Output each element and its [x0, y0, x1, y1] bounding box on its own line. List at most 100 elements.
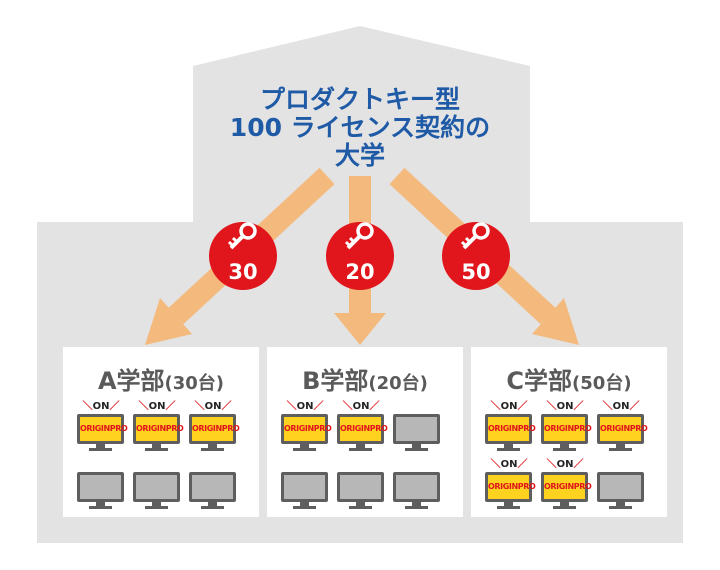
originpro-logo: ORIGINPRO — [284, 424, 332, 433]
monitor-base — [293, 448, 316, 451]
monitor-stand — [616, 444, 625, 448]
on-label: ＼ON／ — [602, 401, 640, 412]
monitor-base — [609, 448, 632, 451]
monitor-base — [405, 506, 428, 509]
license-badge-b: 20 — [326, 222, 394, 290]
pc-unlicensed — [133, 459, 180, 509]
pc-unlicensed — [189, 459, 236, 509]
pc-grid: ＼ON／ORIGINPRO＼ON／ORIGINPRO＼ON／ORIGINPRO＼… — [485, 401, 657, 509]
department-name: A学部 — [97, 367, 165, 395]
license-count: 30 — [228, 260, 257, 284]
monitor-stand — [96, 444, 105, 448]
key-icon — [460, 222, 490, 250]
title-line: 100 ライセンス契約の — [229, 113, 491, 142]
pc-licensed: ＼ON／ ORIGINPRO — [541, 401, 592, 451]
monitor-icon: ORIGINPRO — [541, 472, 592, 502]
on-label: ＼ON／ — [194, 401, 232, 412]
monitor-icon: ORIGINPRO — [281, 414, 332, 444]
monitor-icon: ORIGINPRO — [77, 414, 128, 444]
monitor-stand — [152, 502, 161, 506]
monitor-icon — [337, 472, 384, 502]
pc-unlicensed — [393, 459, 440, 509]
pc-unlicensed — [77, 459, 124, 509]
originpro-logo: ORIGINPRO — [544, 424, 592, 433]
monitor-icon: ORIGINPRO — [597, 414, 648, 444]
monitor-icon — [77, 472, 124, 502]
monitor-stand — [616, 502, 625, 506]
monitor-stand — [300, 502, 309, 506]
title-line: 大学 — [334, 141, 385, 170]
pc-licensed: ＼ON／ORIGINPRO — [77, 401, 128, 451]
monitor-stand — [300, 444, 309, 448]
monitor-base — [201, 448, 224, 451]
pc-licensed: ＼ON／ORIGINPRO — [485, 459, 536, 509]
originpro-logo: ORIGINPRO — [544, 482, 592, 491]
monitor-stand — [96, 502, 105, 506]
department-title: A学部(30台) — [63, 361, 259, 396]
originpro-logo: ORIGINPRO — [600, 424, 648, 433]
originpro-logo: ORIGINPRO — [488, 424, 536, 433]
department-card-c: C学部(50台) ＼ON／ ORIGINPRO ＼ON／ ORIGINPRO ＼ON／ O… — [471, 347, 667, 517]
monitor-stand — [560, 502, 569, 506]
department-title: C学部(50台) — [471, 361, 667, 396]
originpro-logo: ORIGINPRO — [340, 424, 388, 433]
department-count: (20台) — [368, 373, 428, 394]
pc-unlicensed — [393, 401, 440, 451]
monitor-icon: ORIGINPRO — [485, 414, 536, 444]
key-icon — [227, 222, 257, 250]
originpro-logo: ORIGINPRO — [136, 424, 184, 433]
monitor-base — [405, 448, 428, 451]
key-icon — [344, 222, 374, 250]
monitor-stand — [412, 444, 421, 448]
monitor-base — [497, 506, 520, 509]
monitor-icon: ORIGINPRO — [133, 414, 184, 444]
monitor-base — [293, 506, 316, 509]
monitor-icon: ORIGINPRO — [485, 472, 536, 502]
monitor-icon — [281, 472, 328, 502]
monitor-base — [553, 448, 576, 451]
department-count: (30台) — [164, 373, 225, 394]
on-label: ＼ON／ — [138, 401, 176, 412]
department-name: C学部 — [506, 367, 573, 395]
monitor-stand — [208, 502, 217, 506]
monitor-base — [553, 506, 576, 509]
university-title: プロダクトキー型 100 ライセンス契約の 大学 — [150, 86, 570, 170]
monitor-stand — [356, 502, 365, 506]
department-name: B学部 — [302, 367, 369, 395]
monitor-stand — [412, 502, 421, 506]
monitor-base — [89, 448, 112, 451]
monitor-base — [609, 506, 632, 509]
pc-licensed: ＼ON／ ORIGINPRO — [597, 401, 648, 451]
monitor-icon — [393, 472, 440, 502]
department-count: (50台) — [572, 373, 632, 394]
pc-grid: ＼ON／ORIGINPRO＼ON／ORIGINPRO — [281, 401, 453, 509]
on-label: ＼ON／ — [546, 401, 584, 412]
pc-licensed: ＼ON／ORIGINPRO — [337, 401, 388, 451]
department-title: B学部(20台) — [267, 361, 463, 396]
originpro-logo: ORIGINPRO — [80, 424, 128, 433]
originpro-logo: ORIGINPRO — [192, 424, 240, 433]
on-label: ＼ON／ — [546, 459, 584, 470]
license-badge-a: 30 — [209, 222, 277, 290]
pc-licensed: ＼ON／ORIGINPRO — [281, 401, 332, 451]
monitor-icon: ORIGINPRO — [189, 414, 240, 444]
monitor-base — [201, 506, 224, 509]
department-card-a: A学部(30台) ＼ON／ORIGINPRO＼ON／ORIGINPRO＼ON／O… — [63, 347, 259, 517]
pc-licensed: ＼ON／ ORIGINPRO — [133, 401, 184, 451]
monitor-stand — [504, 444, 513, 448]
pc-licensed: ＼ON／ ORIGINPRO — [189, 401, 240, 451]
monitor-icon — [393, 414, 440, 444]
pc-licensed: ＼ON／ORIGINPRO — [485, 401, 536, 451]
monitor-stand — [560, 444, 569, 448]
monitor-base — [145, 448, 168, 451]
monitor-base — [349, 448, 372, 451]
monitor-base — [89, 506, 112, 509]
license-count: 50 — [461, 260, 490, 284]
monitor-icon — [133, 472, 180, 502]
license-count: 20 — [345, 260, 374, 284]
pc-unlicensed — [337, 459, 384, 509]
pc-unlicensed — [281, 459, 328, 509]
monitor-icon — [189, 472, 236, 502]
pc-grid: ＼ON／ORIGINPRO＼ON／ORIGINPRO＼ON／ORIGINPRO — [77, 401, 249, 509]
monitor-stand — [152, 444, 161, 448]
